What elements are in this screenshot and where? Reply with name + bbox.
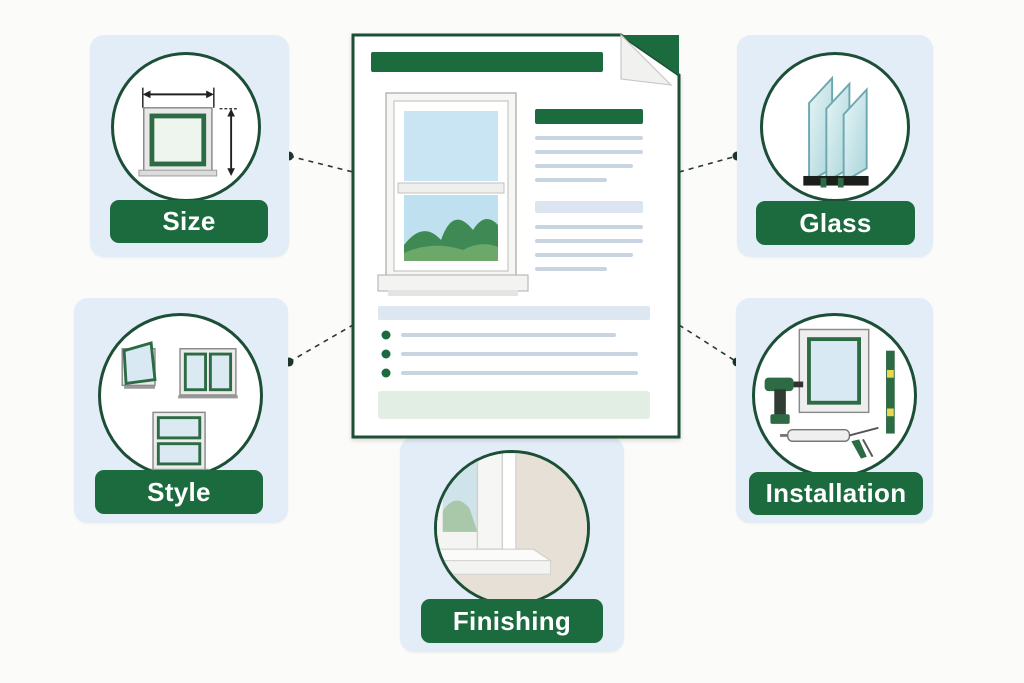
installation-label: Installation	[749, 472, 923, 515]
installation-card: Installation	[736, 298, 933, 523]
connector-installation	[678, 324, 738, 363]
window-dimensions-icon	[111, 52, 261, 202]
finishing-label: Finishing	[421, 599, 603, 643]
finishing-card: Finishing	[400, 437, 624, 652]
connector-size	[288, 155, 354, 173]
glass-panes-icon	[760, 52, 910, 202]
window-spec-document-icon	[351, 33, 681, 439]
connector-glass	[678, 155, 738, 173]
size-card: Size	[90, 35, 289, 257]
connector-style	[288, 324, 354, 363]
size-label: Size	[110, 200, 268, 243]
style-card: Style	[74, 298, 288, 523]
glass-card: Glass	[737, 35, 933, 257]
glass-label: Glass	[756, 201, 915, 245]
style-label: Style	[95, 470, 263, 514]
window-styles-icon	[98, 313, 263, 478]
window-trim-icon	[434, 450, 590, 606]
installation-tools-icon	[752, 313, 917, 478]
